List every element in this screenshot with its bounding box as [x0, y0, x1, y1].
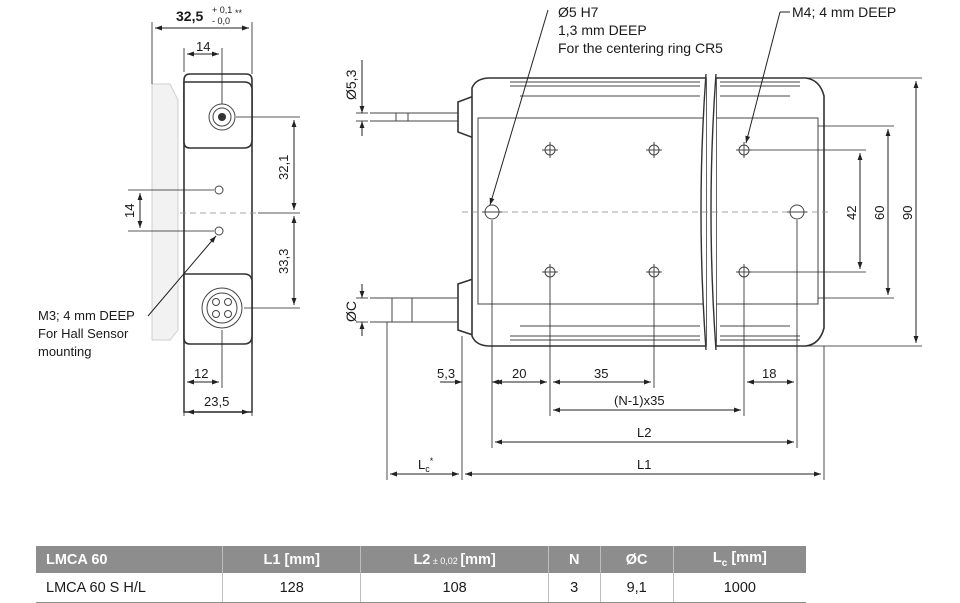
table-row: LMCA 60 S H/L 128 108 3 9,1 1000: [36, 573, 806, 603]
dim-cable-dia-bottom: ØC: [343, 301, 359, 322]
bottom-connector: [201, 287, 243, 329]
dim-cable-dia-top: Ø5,3: [343, 69, 359, 100]
dim-tol-plus: + 0,1: [212, 5, 232, 15]
header-l2: L2 ± 0,02 [mm]: [360, 546, 549, 573]
dim-32-1: 32,1: [276, 155, 291, 180]
m4-holes: [542, 142, 752, 280]
dim-90: 90: [900, 206, 915, 220]
cell-l2: 108: [360, 573, 549, 603]
dim-l1: L1: [637, 457, 651, 472]
cell-l1: 128: [222, 573, 362, 603]
dim-pitch: (N-1)x35: [614, 393, 665, 408]
m4-callout: M4; 4 mm DEEP: [792, 4, 896, 20]
technical-drawing: 32,5 + 0,1 - 0,0 ** 14 14 32,1 33,3 M3; …: [38, 4, 922, 480]
hall-hole-lower: [214, 226, 224, 236]
dim-18: 18: [762, 366, 776, 381]
phi5-callout-line3: For the centering ring CR5: [558, 40, 723, 56]
dim-12: 12: [194, 366, 208, 381]
spec-table: LMCA 60 L1 [mm] L2 ± 0,02 [mm] N ØC Lc […: [36, 546, 806, 603]
centering-holes: [482, 204, 807, 220]
phi5-callout-line2: 1,3 mm DEEP: [558, 22, 647, 38]
dim-l2: L2: [637, 425, 651, 440]
header-model: LMCA 60: [36, 546, 223, 573]
cell-lc: 1000: [673, 573, 806, 603]
cell-model: LMCA 60 S H/L: [36, 573, 223, 603]
dim-35: 35: [594, 366, 608, 381]
dim-tol-note: **: [235, 8, 243, 18]
m3-callout-line2: For Hall Sensor: [38, 326, 129, 341]
phi5-callout-line1: Ø5 H7: [558, 4, 599, 20]
dim-60: 60: [872, 206, 887, 220]
cell-n: 3: [548, 573, 601, 603]
hall-hole-upper: [214, 185, 224, 195]
top-view: Ø5 H7 1,3 mm DEEP For the centering ring…: [343, 4, 922, 480]
dim-33-3: 33,3: [276, 249, 291, 274]
dim-lc: Lc*: [418, 456, 434, 474]
dim-tol-minus: - 0,0: [212, 16, 230, 26]
side-view: 32,5 + 0,1 - 0,0 ** 14 14 32,1 33,3 M3; …: [38, 5, 300, 416]
dim-5-3: 5,3: [437, 366, 455, 381]
spec-table-header: LMCA 60 L1 [mm] L2 ± 0,02 [mm] N ØC Lc […: [36, 546, 806, 573]
m3-callout-line3: mounting: [38, 344, 91, 359]
dim-14-side: 14: [122, 204, 137, 218]
header-lc: Lc [mm]: [673, 546, 806, 573]
header-l1: L1 [mm]: [222, 546, 362, 573]
dim-23-5: 23,5: [204, 394, 229, 409]
header-n: N: [548, 546, 601, 573]
dim-14-top: 14: [196, 39, 210, 54]
dim-top-width: 32,5: [176, 8, 203, 24]
cell-c: 9,1: [600, 573, 674, 603]
dim-20: 20: [512, 366, 526, 381]
dim-42: 42: [844, 206, 859, 220]
m3-callout-line1: M3; 4 mm DEEP: [38, 308, 135, 323]
header-c: ØC: [600, 546, 674, 573]
